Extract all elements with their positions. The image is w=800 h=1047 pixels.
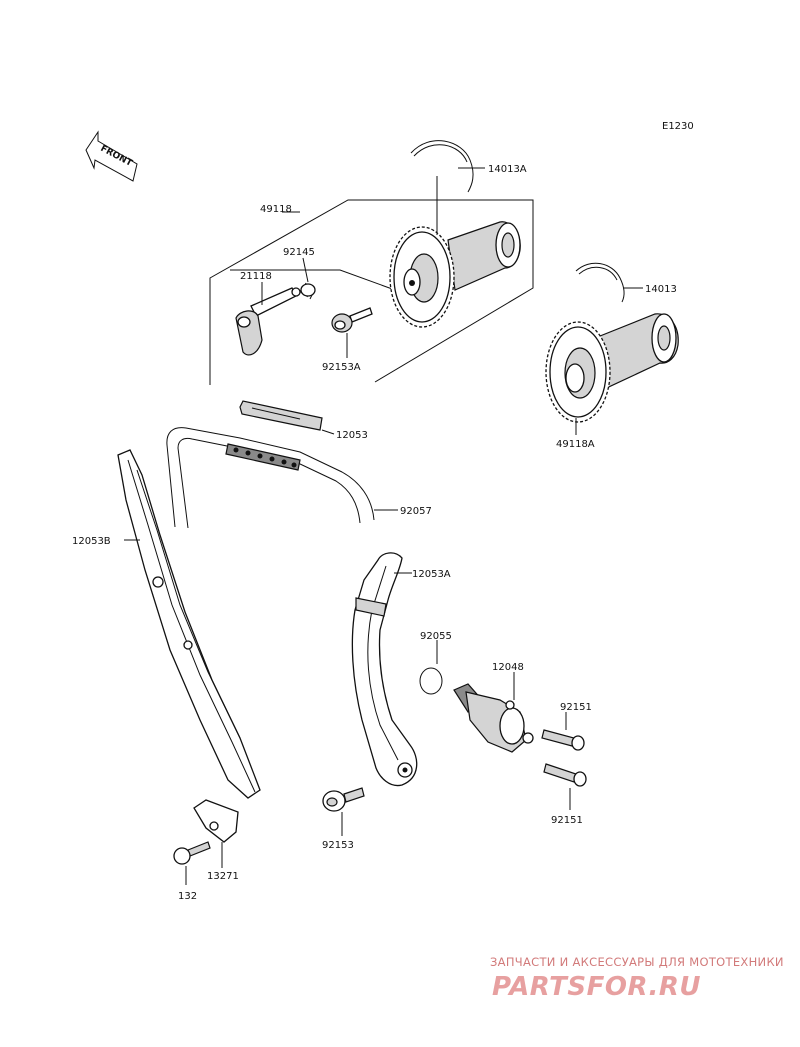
label-132: 132 — [178, 891, 197, 902]
front-arrow-icon: FRONT — [85, 130, 138, 182]
label-92153: 92153 — [322, 840, 354, 851]
label-12053B: 12053B — [72, 536, 111, 547]
label-92055: 92055 — [420, 631, 452, 642]
o-ring-92055 — [419, 640, 443, 695]
label-92153A: 92153A — [322, 362, 361, 373]
plate-13271 — [193, 799, 239, 868]
label-49118A: 49118A — [556, 439, 595, 450]
chain-guide-12053A — [351, 552, 418, 787]
label-12053: 12053 — [336, 430, 368, 441]
assembly-outline — [209, 199, 534, 385]
cam-chain-92057 — [166, 427, 398, 529]
bolt-92151-lower — [543, 763, 587, 810]
watermark-brand: PARTSFOR.RU — [492, 972, 701, 1002]
label-92151-upper: 92151 — [560, 702, 592, 713]
label-12053A: 12053A — [412, 569, 451, 580]
label-92145: 92145 — [283, 247, 315, 258]
label-12048: 12048 — [492, 662, 524, 673]
bolt-132 — [173, 841, 211, 885]
watermark-logo: ЗАПЧАСТИ И АКСЕССУАРЫ ДЛЯ МОТОТЕХНИКИ PA… — [490, 955, 784, 1002]
label-21118: 21118 — [240, 271, 272, 282]
diagram-code: E1230 — [662, 121, 694, 132]
bolt-92151-upper — [541, 712, 585, 751]
spring-92145 — [300, 257, 316, 300]
circlip-14013 — [575, 262, 643, 303]
circlip-14013A — [410, 140, 485, 193]
chain-guide-12053 — [239, 400, 335, 435]
label-49118: 49118 — [260, 204, 292, 215]
bolt-92153A — [331, 307, 373, 358]
tensioner-12048 — [453, 672, 534, 753]
label-13271: 13271 — [207, 871, 239, 882]
watermark-top-text: ЗАПЧАСТИ И АКСЕССУАРЫ ДЛЯ МОТОТЕХНИКИ — [490, 955, 784, 969]
label-92057: 92057 — [400, 506, 432, 517]
bolt-92153 — [322, 787, 365, 836]
camshaft-sprocket-49118A — [545, 313, 679, 435]
lever-21118 — [235, 282, 301, 356]
label-14013A: 14013A — [488, 164, 527, 175]
camshaft-sprocket-49118 — [389, 176, 521, 328]
chain-guide-12053B — [117, 449, 261, 799]
label-14013: 14013 — [645, 284, 677, 295]
label-92151-lower: 92151 — [551, 815, 583, 826]
